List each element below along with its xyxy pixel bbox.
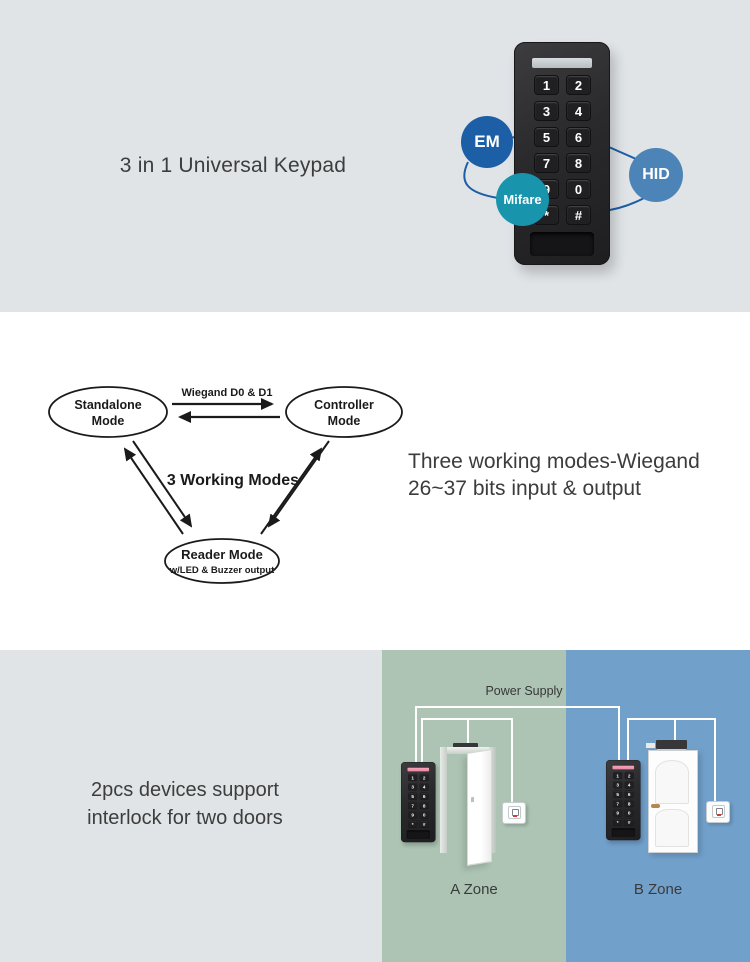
node-controller-mode [285,386,403,438]
zone-a-keypad-slot [406,830,430,840]
keypad-key: 7 [613,799,623,808]
keypad-key: # [566,205,591,225]
keypad-key: 6 [566,127,591,147]
node-controller-line1: Controller [314,398,374,412]
badge-hid-label: HID [642,166,670,183]
keypad-key: 5 [534,127,559,147]
keypad-key: 3 [408,783,418,791]
keypad-key: 1 [534,75,559,95]
node-standalone-mode [48,386,168,438]
badge-em: EM [461,116,513,168]
interlock-caption-line2: interlock for two doors [87,807,283,829]
badge-mifare: Mifare [496,173,549,226]
keypad-key: 9 [408,811,418,819]
keypad-key: * [613,818,623,826]
badge-em-label: EM [474,132,500,151]
keypad-status-led [532,58,592,68]
zone-b-door [646,740,698,853]
working-modes-caption-line1: Three working modes-Wiegand [408,450,700,473]
keypad-key: 7 [534,153,559,173]
node-reader-line2: w/LED & Buzzer output [169,565,275,576]
node-standalone-line2: Mode [92,414,125,428]
keypad-key: 0 [566,179,591,199]
keypad-key: 0 [419,811,429,819]
keypad-key: * [408,820,418,828]
node-reader-line1: Reader Mode [181,547,263,562]
node-controller-line2: Mode [328,414,361,428]
zone-a-exit-button [502,802,526,824]
keypad-key: 5 [613,790,623,798]
keypad-key: 4 [419,783,429,791]
keypad-key: 3 [534,101,559,121]
zone-b-keypad-slot [611,828,635,838]
keypad-key: 4 [624,781,634,789]
keypad-key: # [624,818,634,826]
zone-a-label: A Zone [450,881,498,898]
keypad-key: 8 [566,153,591,173]
badge-hid: HID [629,148,683,202]
wiegand-edge-label: Wiegand D0 & D1 [182,387,273,399]
keypad-key: # [419,820,429,828]
interlock-caption: 2pcs devices support interlock for two d… [30,776,340,832]
keypad-key: 3 [613,781,623,789]
zone-b-keypad-led [612,765,635,770]
keypad-key: 8 [419,801,429,810]
zone-b-exit-button [706,801,730,823]
keypad-key: 1 [408,773,418,782]
headline-3in1-universal-keypad: 3 in 1 Universal Keypad [119,154,347,177]
keypad-key: 1 [613,771,623,780]
badge-mifare-label: Mifare [503,192,542,207]
zone-b-exit-button-icon [712,805,725,818]
power-supply-label: Power Supply [485,684,563,698]
diagram-center-label: 3 Working Modes [167,472,299,489]
keypad-key: 8 [624,799,634,808]
keypad-key: 9 [613,809,623,817]
keypad-key: 4 [566,101,591,121]
working-modes-diagram: Wiegand D0 & D1 Standalone Mode Controll… [48,386,403,584]
keypad-key: 2 [566,75,591,95]
zone-a-exit-button-icon [508,806,521,819]
section-interlock: 2pcs devices support interlock for two d… [0,650,750,962]
node-standalone-line1: Standalone [74,398,141,412]
working-modes-caption: Three working modes-Wiegand 26~37 bits i… [408,448,700,502]
keypad-card-slot [530,232,594,256]
keypad-key: 2 [419,773,429,782]
zone-b-label: B Zone [633,881,683,898]
working-modes-caption-line2: 26~37 bits input & output [408,477,641,500]
interlock-caption-line1: 2pcs devices support [91,779,279,801]
node-reader-mode [164,538,280,584]
keypad-key: 0 [624,809,634,817]
section-working-modes: Wiegand D0 & D1 Standalone Mode Controll… [0,312,750,650]
keypad-key: 6 [419,792,429,800]
zone-b-maglock [656,740,687,751]
keypad-key: 7 [408,801,418,810]
zone-a-keypad-led [407,767,430,772]
zone-a-door-frame [440,743,496,866]
keypad-key: 6 [624,790,634,798]
interlock-caption-panel [0,650,382,962]
zone-a-open-door [467,749,492,866]
keypad-key: 5 [408,792,418,800]
keypad-key: 2 [624,771,634,780]
zone-b-door-handle [651,804,660,808]
